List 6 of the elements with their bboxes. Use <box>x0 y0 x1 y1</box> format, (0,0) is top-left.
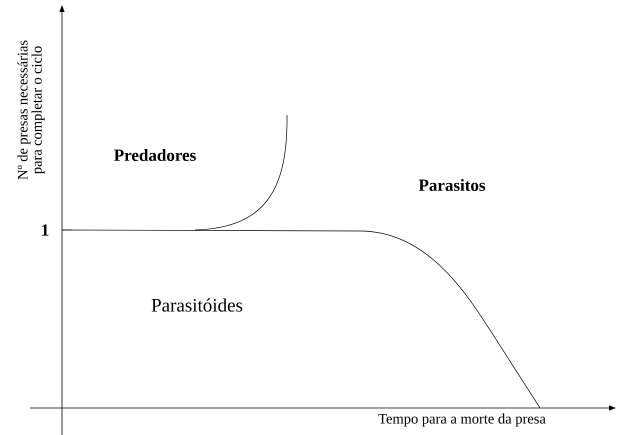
region-label: Predadores <box>114 149 196 161</box>
tick-label: 1 <box>42 224 48 236</box>
region-label: Parasitos <box>418 179 486 191</box>
region-label: Parasitóides <box>152 298 242 312</box>
axis-label: Tempo para a morte da presa <box>378 413 546 427</box>
axis-label: Nº de presas necessárias para completar o ciclo <box>17 40 45 180</box>
